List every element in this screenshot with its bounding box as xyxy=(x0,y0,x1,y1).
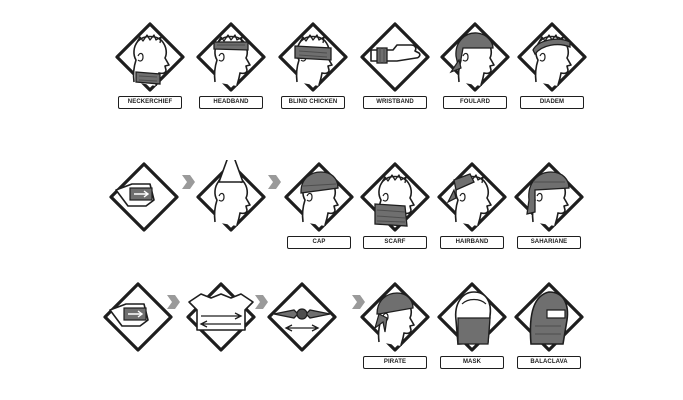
wristband-icon xyxy=(360,22,430,92)
step-figure xyxy=(183,280,259,380)
diadem-icon xyxy=(517,22,587,92)
step-figure xyxy=(264,280,340,380)
step-figure xyxy=(100,280,176,380)
step-figure xyxy=(193,160,269,260)
style-figure: DIADEM xyxy=(514,20,590,120)
hairband-icon xyxy=(437,162,507,232)
next-step-arrow-icon xyxy=(165,294,181,310)
style-figure: BLIND CHICKEN xyxy=(275,20,351,120)
style-figure: PIRATE xyxy=(357,280,433,380)
scarf-icon xyxy=(360,162,430,232)
style-label: FOULARD xyxy=(443,96,507,109)
style-label: BALACLAVA xyxy=(517,356,581,369)
pirate-icon xyxy=(360,282,430,352)
style-label: SCARF xyxy=(363,236,427,249)
style-figure: SAHARIANE xyxy=(511,160,587,260)
style-figure: FOULARD xyxy=(437,20,513,120)
style-label: WRISTBAND xyxy=(363,96,427,109)
twist-tube-step-icon xyxy=(196,160,266,232)
balaclava-icon xyxy=(514,282,584,352)
style-figure: BALACLAVA xyxy=(511,280,587,380)
next-step-arrow-icon xyxy=(180,174,196,190)
style-figure: NECKERCHIEF xyxy=(112,20,188,120)
style-figure: HEADBAND xyxy=(193,20,269,120)
next-step-arrow-icon xyxy=(266,174,282,190)
knot-tube-step-icon xyxy=(267,282,337,352)
style-figure: MASK xyxy=(434,280,510,380)
style-label: BLIND CHICKEN xyxy=(281,96,345,109)
step-figure xyxy=(106,160,182,260)
style-figure: CAP xyxy=(281,160,357,260)
neckerchief-icon xyxy=(115,22,185,92)
stretch-tube-step-icon xyxy=(186,282,256,352)
headband-icon xyxy=(196,22,266,92)
blind-chicken-icon xyxy=(278,22,348,92)
style-label: DIADEM xyxy=(520,96,584,109)
style-label: HEADBAND xyxy=(199,96,263,109)
style-label: PIRATE xyxy=(363,356,427,369)
sahariane-icon xyxy=(514,162,584,232)
style-figure: HAIRBAND xyxy=(434,160,510,260)
style-figure: SCARF xyxy=(357,160,433,260)
style-label: NECKERCHIEF xyxy=(118,96,182,109)
next-step-arrow-icon xyxy=(253,294,269,310)
style-label: SAHARIANE xyxy=(517,236,581,249)
cap-icon xyxy=(284,162,354,232)
next-step-arrow-icon xyxy=(350,294,366,310)
style-label: HAIRBAND xyxy=(440,236,504,249)
fold-tube-step-icon xyxy=(109,162,179,232)
style-label: CAP xyxy=(287,236,351,249)
fold-tube-step-icon xyxy=(103,282,173,352)
style-figure: WRISTBAND xyxy=(357,20,433,120)
foulard-icon xyxy=(440,22,510,92)
style-label: MASK xyxy=(440,356,504,369)
mask-icon xyxy=(437,282,507,352)
